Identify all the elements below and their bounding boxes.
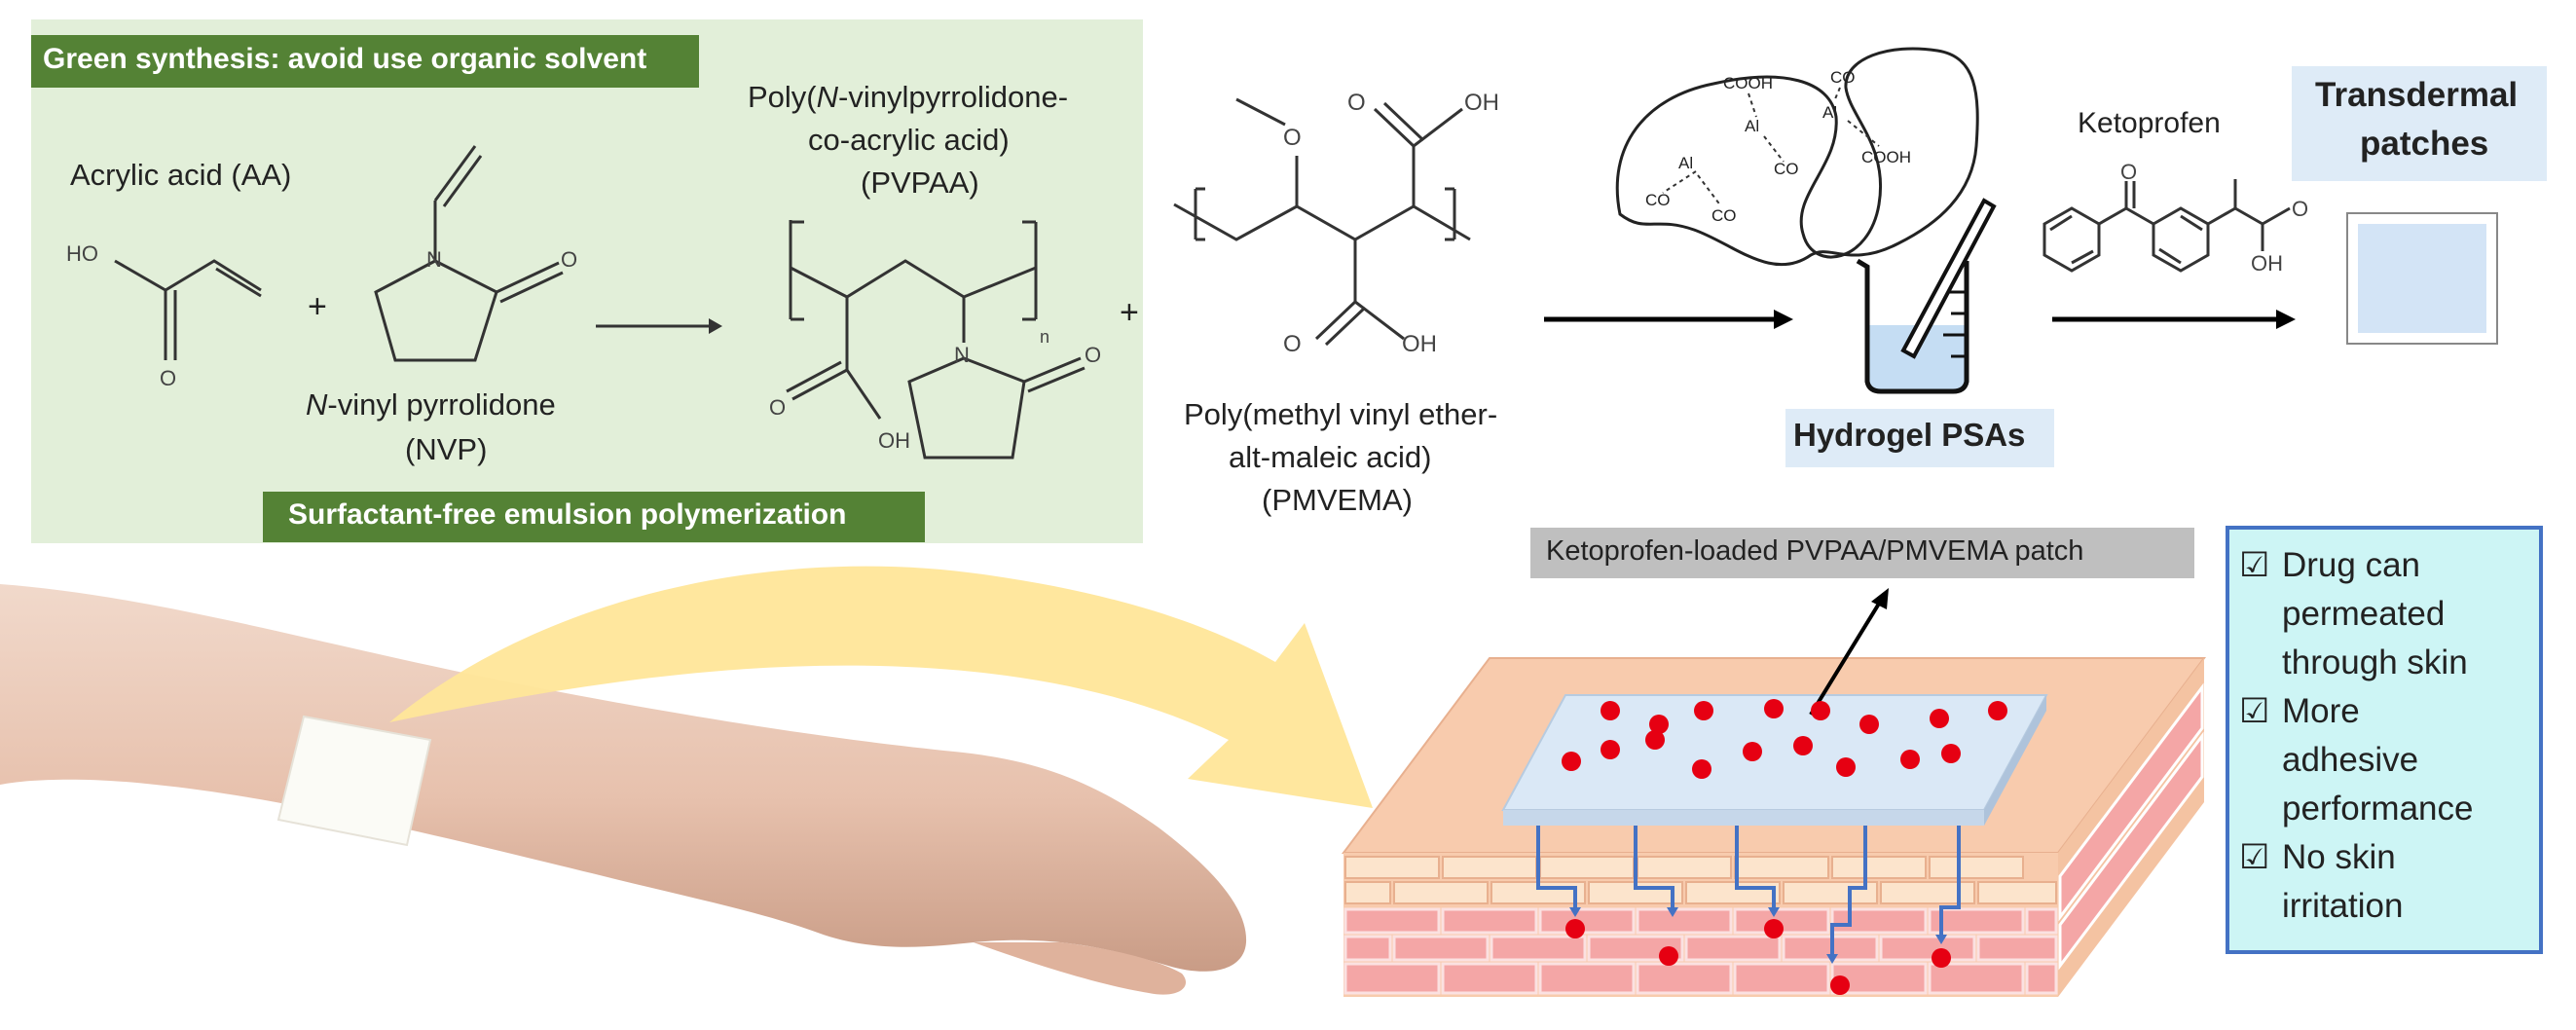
drug-dot bbox=[1694, 701, 1713, 720]
pmvema-label-line1: Poly(methyl vinyl ether- bbox=[1184, 397, 1498, 431]
drug-dot bbox=[1836, 757, 1856, 777]
complex-label-1: COOH bbox=[1723, 74, 1773, 92]
pvpaa-o-2: O bbox=[1085, 343, 1102, 367]
complex-label-5: COOH bbox=[1861, 148, 1911, 166]
plus-2: + bbox=[1120, 294, 1139, 331]
pmvema-label-line2: alt-maleic acid) bbox=[1229, 440, 1432, 474]
pmvema-oh-bottom: OH bbox=[1402, 331, 1437, 357]
synthesis-panel bbox=[31, 19, 1143, 543]
nvp-n: N bbox=[426, 247, 442, 272]
pvpaa-subscript-n: n bbox=[1040, 327, 1050, 347]
pmvema-o-top: O bbox=[1347, 90, 1366, 116]
benefit-1-line-1: ☑Drug can bbox=[2239, 541, 2537, 590]
drug-dot bbox=[1932, 948, 1951, 968]
nvp-label: N-vinyl pyrrolidone bbox=[306, 387, 556, 422]
pvpaa-label-line1: Poly(N-vinylpyrrolidone- bbox=[748, 80, 1069, 114]
complex-label-3: CO bbox=[1774, 160, 1799, 178]
plus-1: + bbox=[308, 288, 327, 325]
transdermal-label-line2: patches bbox=[2360, 125, 2489, 163]
hydrogel-label-box bbox=[1785, 409, 2054, 467]
drug-dot bbox=[1562, 752, 1581, 771]
green-synthesis-text: Green synthesis: avoid use organic solve… bbox=[43, 43, 647, 75]
drug-dot bbox=[1900, 750, 1920, 769]
hydrogel-label: Hydrogel PSAs bbox=[1793, 417, 2026, 453]
benefit-2-line-2: adhesive bbox=[2282, 741, 2419, 779]
benefits-list: ☑Drug can permeated through skin ☑More adhes… bbox=[2239, 541, 2537, 931]
drug-dot bbox=[1601, 701, 1620, 720]
drug-dot bbox=[1830, 975, 1850, 995]
drug-dot bbox=[1764, 919, 1784, 938]
complex-label-6: Al bbox=[1822, 103, 1838, 122]
nvp-abbr: (NVP) bbox=[405, 432, 488, 466]
complex-label-4: Al bbox=[1678, 154, 1694, 172]
drug-dot bbox=[1649, 715, 1669, 734]
pvpaa-oh: OH bbox=[878, 428, 910, 453]
drug-dot bbox=[1859, 715, 1879, 734]
pmvema-oh-top: OH bbox=[1464, 90, 1499, 116]
ketoprofen-o-ketone: O bbox=[2120, 160, 2138, 184]
pvpaa-n: N bbox=[954, 343, 970, 367]
benefit-3-line-2: irritation bbox=[2282, 887, 2404, 925]
transdermal-label-line1: Transdermal bbox=[2315, 76, 2519, 114]
benefit-1-line-2: permeated bbox=[2282, 595, 2446, 633]
drug-dot bbox=[1811, 701, 1830, 720]
aa-ho: HO bbox=[66, 241, 98, 266]
checkbox-icon: ☑ bbox=[2239, 546, 2270, 584]
complex-label-9: CO bbox=[1711, 206, 1737, 225]
drug-dot bbox=[1692, 759, 1711, 779]
complex-label-7: CO bbox=[1830, 68, 1856, 87]
drug-dot bbox=[1601, 740, 1620, 759]
benefit-1-line-3: through skin bbox=[2282, 644, 2468, 681]
benefit-3-line-1: ☑No skin bbox=[2239, 833, 2537, 882]
transdermal-patch-icon bbox=[2346, 212, 2498, 345]
pmvema-abbr: (PMVEMA) bbox=[1262, 483, 1413, 517]
transdermal-label-box bbox=[2292, 66, 2547, 181]
complex-label-8: CO bbox=[1645, 191, 1671, 209]
ketoprofen-oh: OH bbox=[2251, 251, 2283, 276]
pmvema-o-ether: O bbox=[1283, 125, 1302, 151]
benefit-2-line-3: performance bbox=[2282, 790, 2474, 828]
pvpaa-label-line2: co-acrylic acid) bbox=[808, 123, 1010, 157]
benefit-2-line-1: ☑More bbox=[2239, 687, 2537, 736]
patch-caption: Ketoprofen-loaded PVPAA/PMVEMA patch bbox=[1546, 535, 2084, 567]
patch-caption-box bbox=[1530, 528, 2194, 578]
green-synthesis-banner bbox=[31, 35, 699, 88]
emulsion-banner bbox=[263, 492, 925, 542]
ketoprofen-o-acid: O bbox=[2292, 197, 2309, 221]
drug-dot bbox=[1764, 699, 1784, 718]
drug-dot bbox=[1941, 744, 1961, 763]
drug-dot bbox=[1645, 730, 1665, 750]
drug-dot bbox=[1743, 742, 1762, 761]
benefits-box bbox=[2226, 526, 2543, 954]
aa-o: O bbox=[160, 366, 177, 390]
drug-dot bbox=[1988, 701, 2007, 720]
emulsion-text: Surfactant-free emulsion polymerization bbox=[288, 498, 847, 531]
pvpaa-o-1: O bbox=[769, 395, 787, 420]
aa-label: Acrylic acid (AA) bbox=[70, 158, 292, 192]
drug-dot bbox=[1659, 946, 1678, 966]
drug-dot bbox=[1793, 736, 1813, 755]
nvp-o: O bbox=[561, 247, 578, 272]
pmvema-o-bottom: O bbox=[1283, 331, 1302, 357]
drug-dot bbox=[1565, 919, 1585, 938]
drug-dot bbox=[1930, 709, 1949, 728]
pvpaa-abbr: (PVPAA) bbox=[861, 166, 979, 200]
complex-label-2: Al bbox=[1745, 117, 1760, 135]
checkbox-icon: ☑ bbox=[2239, 692, 2270, 730]
checkbox-icon: ☑ bbox=[2239, 838, 2270, 876]
ketoprofen-label: Ketoprofen bbox=[2078, 107, 2221, 139]
